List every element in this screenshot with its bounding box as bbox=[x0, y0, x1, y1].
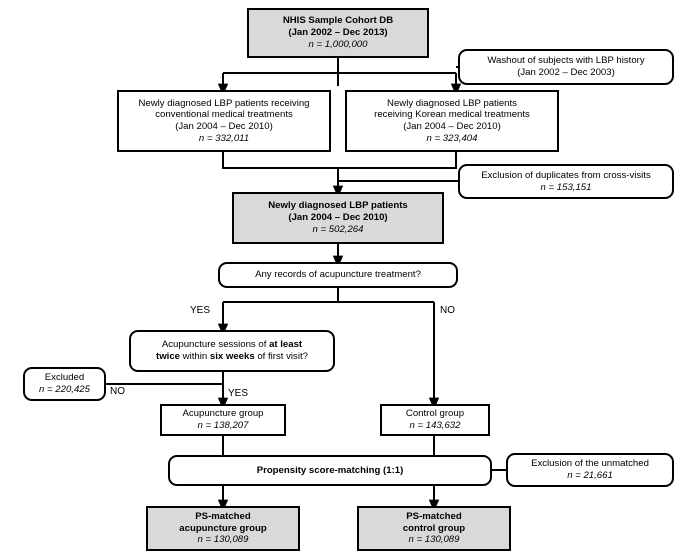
korean-count: n = 323,404 bbox=[426, 132, 478, 144]
excluded-count: n = 220,425 bbox=[39, 384, 90, 395]
ps-acupuncture-count: n = 130,089 bbox=[197, 534, 249, 546]
node-korean-medical-treatments: Newly diagnosed LBP patients receiving K… bbox=[345, 90, 559, 152]
unmatched-count: n = 21,661 bbox=[567, 470, 613, 481]
node-sessions-question: Acupuncture sessions of at least twice w… bbox=[129, 330, 335, 372]
conventional-count: n = 332,011 bbox=[198, 132, 250, 144]
sessions-line1: Acupuncture sessions of at least bbox=[162, 339, 302, 351]
ps-control-line2: control group bbox=[402, 522, 466, 534]
duplicates-count: n = 153,151 bbox=[540, 181, 592, 193]
control-group-line1: Control group bbox=[405, 408, 465, 420]
node-exclusion-unmatched: Exclusion of the unmatched n = 21,661 bbox=[506, 453, 674, 487]
ps-acupuncture-line1: PS-matched bbox=[195, 510, 251, 522]
node-any-records-question: Any records of acupuncture treatment? bbox=[218, 262, 458, 288]
node-propensity-score-matching: Propensity score-matching (1:1) bbox=[168, 455, 492, 486]
ps-control-line1: PS-matched bbox=[406, 510, 462, 522]
conventional-line1: Newly diagnosed LBP patients receiving bbox=[138, 97, 310, 109]
node-washout-lbp-history: Washout of subjects with LBP history (Ja… bbox=[458, 49, 674, 85]
node-ps-matched-acupuncture-group: PS-matched acupuncture group n = 130,089 bbox=[146, 506, 300, 551]
ps-acupuncture-line2: acupuncture group bbox=[179, 522, 267, 534]
acupuncture-group-count: n = 138,207 bbox=[197, 420, 249, 431]
cohort-db-line1: NHIS Sample Cohort DB bbox=[282, 15, 394, 27]
korean-line2: receiving Korean medical treatments bbox=[374, 109, 530, 121]
node-exclusion-duplicates: Exclusion of duplicates from cross-visit… bbox=[458, 164, 674, 199]
newly-diagnosed-count: n = 502,264 bbox=[312, 223, 364, 235]
node-newly-diagnosed-lbp-patients: Newly diagnosed LBP patients (Jan 2004 –… bbox=[232, 192, 444, 244]
sessions-sixweeks-bold: six weeks bbox=[209, 351, 255, 362]
newly-diagnosed-line1: Newly diagnosed LBP patients bbox=[268, 200, 408, 212]
edge-label-no-top: NO bbox=[440, 305, 455, 316]
korean-line3: (Jan 2004 – Dec 2010) bbox=[403, 121, 501, 132]
washout-line1: Washout of subjects with LBP history bbox=[487, 55, 645, 67]
node-acupuncture-group: Acupuncture group n = 138,207 bbox=[160, 404, 286, 436]
acupuncture-group-line1: Acupuncture group bbox=[182, 408, 264, 420]
sessions-twice-bold: twice bbox=[156, 351, 180, 362]
edge-merge-bus bbox=[222, 152, 457, 169]
node-excluded: Excluded n = 220,425 bbox=[23, 367, 106, 401]
node-nhis-sample-cohort-db: NHIS Sample Cohort DB (Jan 2002 – Dec 20… bbox=[247, 8, 429, 58]
sessions-line1-bold: at least bbox=[269, 339, 303, 351]
sessions-line2: twice within six weeks of first visit? bbox=[156, 351, 308, 363]
sessions-firstvisit-text: of first visit? bbox=[254, 351, 308, 362]
cohort-db-line2: (Jan 2002 – Dec 2013) bbox=[288, 27, 388, 39]
control-group-count: n = 143,632 bbox=[409, 420, 461, 431]
ps-matching-line1: Propensity score-matching (1:1) bbox=[256, 464, 404, 476]
conventional-line2: conventional medical treatments bbox=[155, 109, 293, 121]
any-records-line1: Any records of acupuncture treatment? bbox=[255, 269, 421, 281]
conventional-line3: (Jan 2004 – Dec 2010) bbox=[175, 121, 273, 132]
node-control-group: Control group n = 143,632 bbox=[380, 404, 490, 436]
washout-line2: (Jan 2002 – Dec 2003) bbox=[517, 67, 615, 78]
newly-diagnosed-line2: (Jan 2004 – Dec 2010) bbox=[288, 212, 388, 224]
ps-control-count: n = 130,089 bbox=[408, 534, 460, 546]
edge-label-yes-top: YES bbox=[190, 305, 211, 316]
node-conventional-medical-treatments: Newly diagnosed LBP patients receiving c… bbox=[117, 90, 331, 152]
excluded-line1: Excluded bbox=[44, 372, 85, 384]
korean-line1: Newly diagnosed LBP patients bbox=[387, 97, 517, 109]
sessions-within-text: within bbox=[180, 351, 210, 362]
edge-label-no-lower: NO bbox=[110, 386, 125, 397]
sessions-line1-text: Acupuncture sessions of bbox=[161, 339, 270, 351]
edge-label-yes-lower: YES bbox=[228, 388, 249, 399]
cohort-db-count: n = 1,000,000 bbox=[308, 38, 368, 50]
duplicates-line1: Exclusion of duplicates from cross-visit… bbox=[481, 169, 651, 181]
node-ps-matched-control-group: PS-matched control group n = 130,089 bbox=[357, 506, 511, 551]
unmatched-line1: Exclusion of the unmatched bbox=[531, 458, 649, 470]
